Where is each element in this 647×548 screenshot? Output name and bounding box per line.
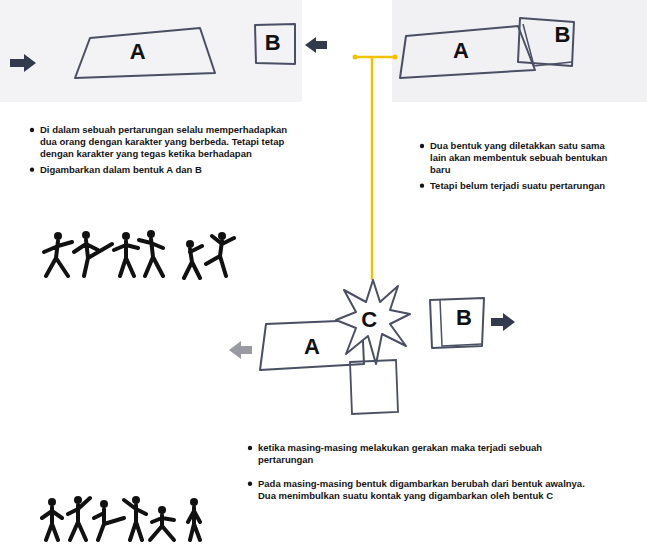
shape-outline: [75, 28, 215, 78]
bullet-note: Pada masing-masing bentuk digambarkan be…: [258, 478, 588, 502]
shape-letter: B: [455, 307, 473, 329]
shape-letter: A: [129, 41, 147, 63]
bracket-line: [355, 56, 395, 59]
shape-node: B: [516, 16, 578, 70]
arrow-right: [10, 54, 36, 72]
bullet-dot: [248, 446, 252, 450]
bullet-note: Digambarkan dalam bentuk A dan B: [40, 164, 302, 176]
bracket-dot: [353, 55, 358, 60]
bracket-line: [371, 57, 374, 280]
bracket-dot: [393, 55, 398, 60]
fighter-silhouettes: [44, 230, 234, 278]
sketch-line: [440, 300, 482, 346]
shape-letter: A: [303, 336, 321, 358]
sketch-shape: [350, 360, 398, 414]
bullet-dot: [30, 128, 34, 132]
bullet-note: ketika masing-masing melakukan gerakan m…: [258, 442, 588, 466]
shape-letter: A: [452, 40, 470, 62]
shape-letter: C: [360, 309, 378, 331]
bullet-note: Di dalam sebuah pertarungan selalu mempe…: [40, 124, 302, 160]
shape-node: B: [428, 296, 486, 350]
shape-outline: [400, 26, 535, 78]
bullet-dot: [248, 482, 252, 486]
shape-outline: [336, 280, 410, 364]
bullet-note: Tetapi belum terjadi suatu pertarungan: [430, 180, 610, 192]
bullet-dot: [420, 183, 424, 187]
shape-node: C: [336, 280, 410, 364]
shape-outline: [430, 298, 484, 348]
shape-letter: B: [264, 32, 282, 54]
shape-letter: B: [554, 24, 572, 46]
arrow-left: [229, 341, 252, 359]
arrow-left: [305, 37, 327, 53]
shape-node: A: [72, 26, 218, 80]
arrow-right: [491, 313, 515, 331]
bullet-dot: [420, 144, 424, 148]
shape-outline: [255, 24, 295, 64]
shape-node: B: [253, 22, 297, 66]
bullet-note: Dua bentuk yang diletakkan satu sama lai…: [430, 140, 610, 176]
fighter-silhouettes: [42, 496, 200, 540]
shape-outline: [518, 18, 574, 66]
shape-node: A: [398, 24, 538, 80]
panel: [0, 0, 302, 102]
panel: [392, 0, 647, 102]
bullet-dot: [30, 167, 34, 171]
